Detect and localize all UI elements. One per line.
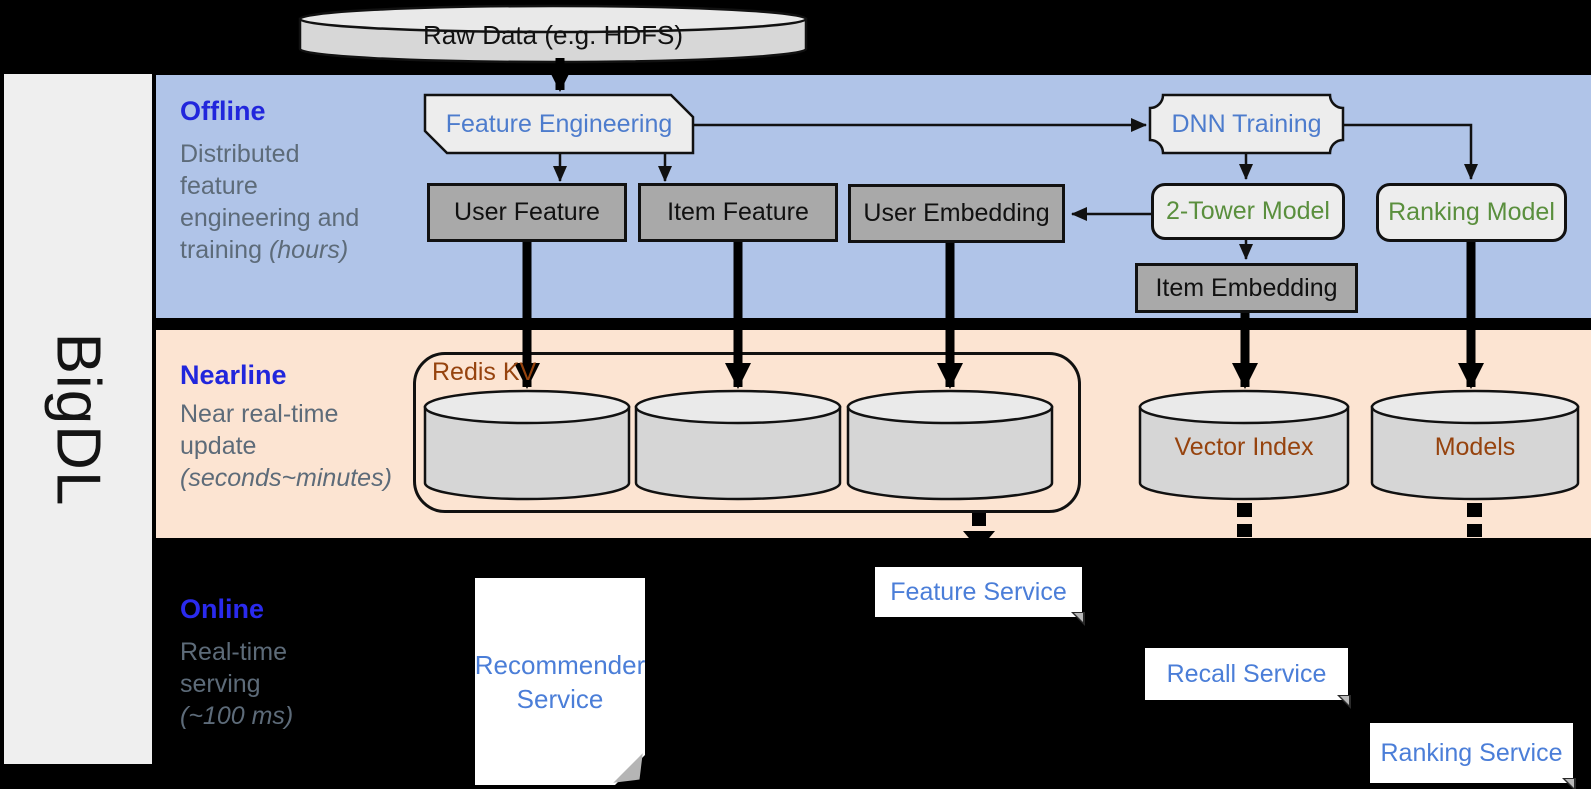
dashed-arrow-redis-to-feature-service	[963, 513, 995, 550]
models-label: Models	[1434, 432, 1516, 461]
vector-index-cylinder	[1138, 389, 1350, 501]
raw-data-label: Raw Data (e.g. HDFS)	[422, 19, 684, 50]
arrow-dnn-to-ranking-model	[1343, 123, 1478, 180]
two-tower-model-box: 2-Tower Model	[1151, 183, 1345, 240]
offline-desc-line3: engineering and	[180, 204, 360, 232]
vector-index-label: Vector Index	[1174, 432, 1314, 461]
recall-service-box: Recall Service	[1145, 648, 1351, 709]
user-feature-box: User Feature	[427, 183, 627, 242]
redis-cylinder-1	[423, 389, 631, 501]
dnn-training-shape	[1148, 93, 1345, 155]
recall-service-fold2-icon	[1340, 696, 1349, 705]
online-desc-line3: (~100 ms)	[180, 702, 294, 730]
models-cylinder	[1370, 389, 1580, 501]
dnn-training-label: DNN Training	[1171, 109, 1322, 138]
item-feature-box: Item Feature	[638, 183, 838, 242]
offline-title: Offline	[180, 96, 266, 126]
ranking-model-box: Ranking Model	[1376, 183, 1567, 242]
feature-service-label: Feature Service	[890, 577, 1067, 606]
feature-service-fold2-icon	[1074, 613, 1083, 622]
ranking-service-fold-icon	[1562, 778, 1576, 789]
ranking-service-box: Ranking Service	[1370, 723, 1576, 789]
redis-kv-container	[413, 352, 1081, 513]
online-title: Online	[180, 594, 265, 624]
nearline-desc-line1: Near real-time	[180, 400, 339, 428]
feature-service-box: Feature Service	[875, 567, 1085, 626]
online-desc-line1: Real-time	[180, 638, 287, 666]
bigdl-sidebar: BigDL	[4, 74, 152, 764]
offline-description: Distributed feature engineering and trai…	[180, 138, 359, 266]
nearline-description: Near real-time update (seconds~minutes)	[180, 398, 392, 494]
redis-kv-label: Redis KV	[432, 358, 537, 386]
online-desc-line2: serving	[180, 670, 261, 698]
offline-desc-line1: Distributed	[180, 140, 300, 168]
dashed-connector-models	[1467, 503, 1482, 537]
redis-cylinder-3	[846, 389, 1054, 501]
item-embedding-box: Item Embedding	[1135, 263, 1358, 313]
ranking-service-fold2-icon	[1565, 779, 1574, 788]
ranking-service-label: Ranking Service	[1380, 738, 1563, 767]
user-embedding-box: User Embedding	[848, 184, 1065, 243]
recall-service-label: Recall Service	[1166, 659, 1327, 688]
nearline-desc-line2: update	[180, 432, 257, 460]
dashed-connector-vector-index	[1237, 503, 1252, 537]
nearline-desc-line3: (seconds~minutes)	[180, 464, 392, 492]
feature-engineering-shape	[423, 93, 695, 155]
online-description: Real-time serving (~100 ms)	[180, 636, 293, 732]
feature-engineering-label: Feature Engineering	[445, 109, 673, 138]
nearline-title: Nearline	[180, 360, 287, 390]
recommender-service-doc: Recommender Service	[475, 578, 645, 785]
offline-desc-line2: feature	[180, 172, 258, 200]
redis-cylinder-2	[634, 389, 842, 501]
offline-desc-line4: training (hours)	[180, 236, 349, 264]
